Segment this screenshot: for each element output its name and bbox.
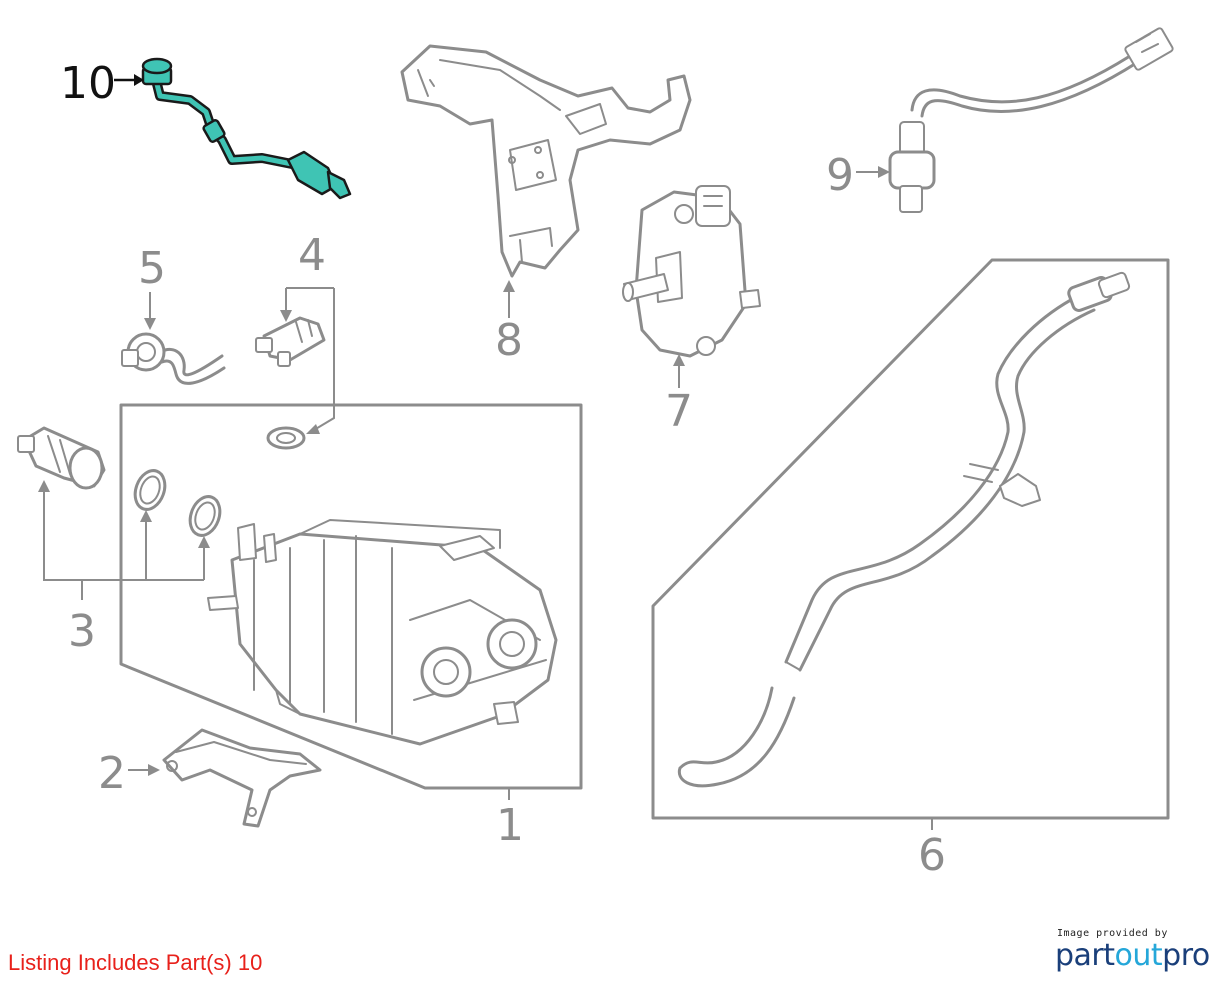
partoutpro-logo: partoutpro <box>1055 938 1210 973</box>
callout-5[interactable]: 5 <box>138 243 166 330</box>
part-1-canister[interactable] <box>119 403 583 790</box>
brand-pro: pro <box>1162 938 1210 973</box>
callout-9-label: 9 <box>826 150 854 201</box>
callout-5-label: 5 <box>138 243 166 294</box>
listing-note: Listing Includes Part(s) 10 <box>8 950 263 975</box>
part-4-sensor[interactable] <box>255 316 326 450</box>
callout-4[interactable]: 4 <box>280 230 335 434</box>
part-9-sensor[interactable] <box>888 27 1174 213</box>
callout-7[interactable]: 7 <box>665 354 693 437</box>
callout-10[interactable]: 10 <box>60 58 144 109</box>
callout-3[interactable]: 3 <box>38 480 210 657</box>
image-credit: Image provided by partoutpro <box>1055 928 1210 973</box>
callout-6[interactable]: 6 <box>918 818 946 881</box>
callout-8[interactable]: 8 <box>495 280 523 366</box>
callout-2[interactable]: 2 <box>98 748 160 799</box>
part-6-hose[interactable] <box>651 258 1170 820</box>
callout-10-label: 10 <box>60 58 116 109</box>
brand-part: part <box>1055 938 1115 973</box>
part-5-clip[interactable] <box>121 332 226 385</box>
part-10-sensor-harness[interactable] <box>141 57 352 200</box>
part-3-fitting[interactable] <box>17 426 225 540</box>
brand-out: out <box>1114 938 1163 973</box>
callout-1[interactable]: 1 <box>496 788 524 851</box>
callout-2-label: 2 <box>98 748 126 799</box>
credit-line: Image provided by <box>1057 928 1168 939</box>
callout-7-label: 7 <box>665 386 693 437</box>
callout-8-label: 8 <box>495 315 523 366</box>
part-8-bracket[interactable] <box>400 44 692 278</box>
part-2-bracket[interactable] <box>162 728 322 828</box>
callout-3-label: 3 <box>68 606 96 657</box>
callout-1-label: 1 <box>496 800 524 851</box>
callout-9[interactable]: 9 <box>826 150 890 201</box>
callout-6-label: 6 <box>918 830 946 881</box>
part-7-valve[interactable] <box>622 185 761 358</box>
callout-4-label: 4 <box>298 230 326 281</box>
